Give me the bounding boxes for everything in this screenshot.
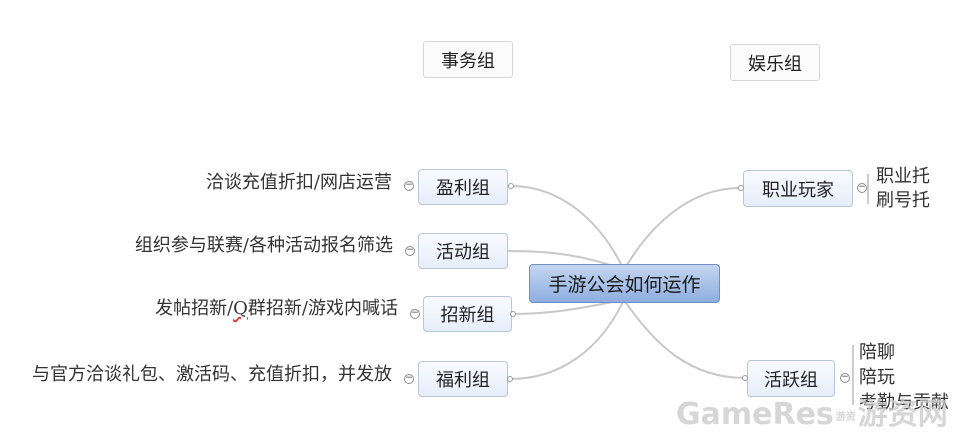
branch-active[interactable]: 活跃组 — [747, 360, 835, 397]
branch-profit[interactable]: 盈利组 — [418, 169, 508, 205]
collapse-toggle-active[interactable]: − — [840, 372, 850, 383]
watermark-small: 游资 — [835, 412, 856, 423]
port-pro — [738, 185, 744, 191]
leaf-events: 组织参与联赛/各种活动报名筛选 — [134, 235, 393, 256]
watermark-tail: 游资网 — [857, 397, 948, 432]
collapse-toggle-pro[interactable]: − — [857, 182, 867, 193]
branch-events[interactable]: 活动组 — [418, 233, 508, 269]
leaf-pro-2: 刷号托 — [876, 190, 930, 211]
collapse-toggle-events[interactable]: − — [405, 245, 415, 256]
connector-active — [623, 299, 746, 379]
port-profit — [508, 183, 514, 189]
leaf-active-1: 陪聊 — [859, 342, 895, 363]
leaf-recruit: 发帖招新/Q群招新/游戏内喊话 — [155, 298, 398, 320]
central-topic[interactable]: 手游公会如何运作 — [529, 264, 720, 303]
port-welfare — [507, 376, 513, 382]
connector-profit — [510, 185, 625, 271]
port-recruit — [510, 311, 516, 317]
topic-affairs[interactable]: 事务组 — [423, 41, 513, 78]
topic-entertainment[interactable]: 娱乐组 — [730, 44, 820, 81]
leaf-pro-1: 职业托 — [876, 166, 930, 187]
leaf-welfare: 与官方洽谈礼包、激活码、充值折扣，并发放 — [32, 364, 392, 385]
branch-welfare[interactable]: 福利组 — [418, 361, 508, 397]
collapse-toggle-welfare[interactable]: − — [404, 373, 414, 384]
collapse-toggle-profit[interactable]: − — [404, 180, 414, 191]
leaf-recruit-part-2: 群招新/游戏内喊话 — [247, 298, 398, 319]
branch-pro[interactable]: 职业玩家 — [743, 170, 853, 207]
branch-recruit[interactable]: 招新组 — [423, 296, 512, 332]
leaf-active-2: 陪玩 — [859, 367, 895, 388]
port-active — [742, 375, 748, 381]
leaf-active-3: 考勤与贡献 — [859, 392, 949, 413]
collapse-toggle-recruit[interactable]: − — [410, 308, 420, 319]
watermark-main: GameRes — [676, 397, 834, 432]
leaf-recruit-q: Q — [233, 298, 248, 319]
connector-welfare — [509, 299, 625, 380]
connector-pro — [623, 187, 741, 271]
leaf-profit: 洽谈充值折扣/网店运营 — [205, 172, 392, 193]
leaf-recruit-part-1: 发帖招新/ — [155, 298, 234, 319]
